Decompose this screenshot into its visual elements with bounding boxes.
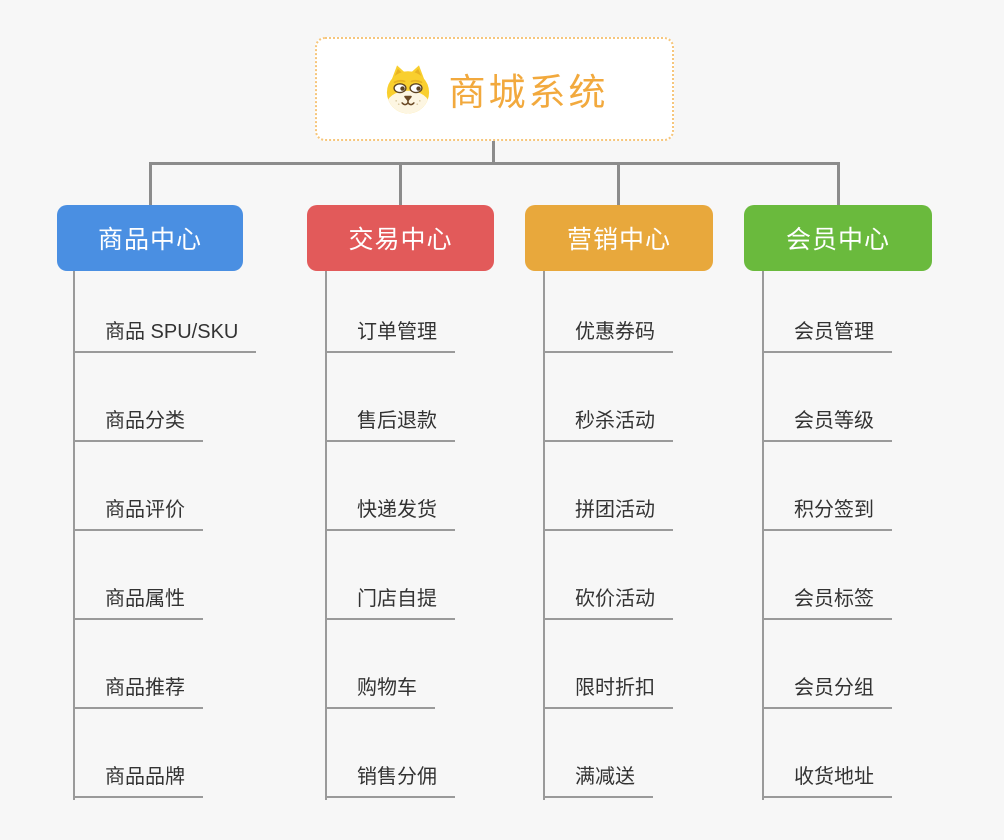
branch-items-product-center: 商品 SPU/SKU 商品分类 商品评价 商品属性 商品推荐 商品品牌 <box>73 271 257 798</box>
leaf-node[interactable]: 商品推荐 <box>73 675 203 709</box>
dog-face-icon <box>386 65 429 114</box>
connector-stub-product <box>149 162 152 208</box>
connector-stub-member <box>837 162 840 208</box>
branch-label: 交易中心 <box>348 226 453 254</box>
leaf-node[interactable]: 秒杀活动 <box>543 408 673 442</box>
connector-horizontal-bus <box>149 162 840 165</box>
branch-node-member-center[interactable]: 会员中心 <box>744 205 932 271</box>
connector-root-stem <box>492 140 495 164</box>
leaf-node[interactable]: 满减送 <box>543 764 653 798</box>
branch-node-product-center[interactable]: 商品中心 <box>57 205 243 271</box>
branch-node-marketing-center[interactable]: 营销中心 <box>525 205 713 271</box>
leaf-node[interactable]: 购物车 <box>325 675 435 709</box>
leaf-node[interactable]: 会员等级 <box>762 408 892 442</box>
leaf-node[interactable]: 拼团活动 <box>543 497 673 531</box>
branch-items-marketing-center: 优惠券码 秒杀活动 拼团活动 砍价活动 限时折扣 满减送 <box>543 271 673 798</box>
leaf-node[interactable]: 快递发货 <box>325 497 455 531</box>
branch-node-trade-center[interactable]: 交易中心 <box>307 205 494 271</box>
leaf-node[interactable]: 商品品牌 <box>73 764 203 798</box>
leaf-node[interactable]: 售后退款 <box>325 408 455 442</box>
connector-stub-marketing <box>617 162 620 208</box>
leaf-node[interactable]: 优惠券码 <box>543 319 673 353</box>
branch-label: 商品中心 <box>97 226 202 254</box>
leaf-node[interactable]: 门店自提 <box>325 586 455 620</box>
connector-column-member <box>762 271 764 800</box>
leaf-node[interactable]: 会员分组 <box>762 675 892 709</box>
root-title: 商城系统 <box>448 72 609 113</box>
connector-stub-trade <box>399 162 402 208</box>
leaf-node[interactable]: 会员管理 <box>762 319 892 353</box>
leaf-node[interactable]: 积分签到 <box>762 497 892 531</box>
branch-label: 营销中心 <box>566 226 671 254</box>
connector-column-marketing <box>543 271 545 800</box>
leaf-node[interactable]: 销售分佣 <box>325 764 455 798</box>
connector-column-trade <box>325 271 327 800</box>
branch-label: 会员中心 <box>785 226 890 254</box>
leaf-node[interactable]: 限时折扣 <box>543 675 673 709</box>
leaf-node[interactable]: 收货地址 <box>762 764 892 798</box>
leaf-node[interactable]: 商品 SPU/SKU <box>73 319 257 353</box>
leaf-node[interactable]: 会员标签 <box>762 586 892 620</box>
branch-items-trade-center: 订单管理 售后退款 快递发货 门店自提 购物车 销售分佣 <box>325 271 455 798</box>
branch-items-member-center: 会员管理 会员等级 积分签到 会员标签 会员分组 收货地址 <box>762 271 892 798</box>
leaf-node[interactable]: 商品评价 <box>73 497 203 531</box>
leaf-node[interactable]: 商品属性 <box>73 586 203 620</box>
leaf-node[interactable]: 砍价活动 <box>543 586 673 620</box>
root-node[interactable]: 商城系统 <box>315 37 674 141</box>
connector-column-product <box>73 271 75 800</box>
leaf-node[interactable]: 商品分类 <box>73 408 203 442</box>
leaf-node[interactable]: 订单管理 <box>325 319 455 353</box>
